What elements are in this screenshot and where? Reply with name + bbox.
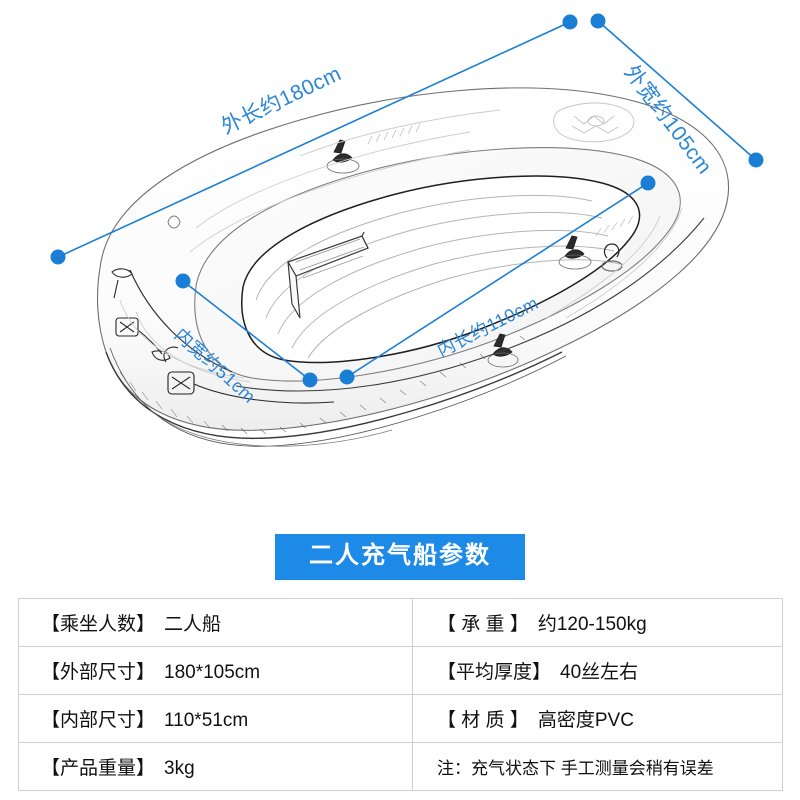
spec-value-seating: 二人船 [164, 614, 222, 635]
table-row: 【产品重量】 3kg 注：充气状态下 手工测量会稍有误差 [18, 742, 783, 791]
spec-cell-outer-size: 【外部尺寸】 180*105cm [18, 646, 413, 695]
oarlock-front [487, 333, 519, 368]
table-row: 【外部尺寸】 180*105cm 【平均厚度】 40丝左右 [18, 646, 783, 695]
hull-brand-text [367, 123, 634, 237]
side-fittings [111, 268, 335, 404]
spec-cell-inner-size: 【内部尺寸】 110*51cm [18, 694, 413, 743]
boat-seat-texture [295, 238, 365, 279]
inflatable-boat-drawing [96, 87, 730, 447]
spec-cell-load: 【 承 重 】约120-150kg [412, 598, 783, 647]
spec-key-weight: 【产品重量】 [41, 758, 156, 779]
spec-value-weight: 3kg [164, 758, 195, 779]
spec-cell-material: 【 材 质 】高密度PVC [412, 694, 783, 743]
spec-value-load: 约120-150kg [537, 614, 647, 635]
spec-cell-thickness: 【平均厚度】 40丝左右 [412, 646, 783, 695]
spec-cell-seating: 【乘坐人数】二人船 [18, 598, 413, 647]
dimension-dot-outer-width-end [748, 152, 764, 168]
dimension-dot-outer-width-start [590, 13, 606, 29]
spec-key-load: 【 承 重 】 [437, 614, 529, 635]
d-ring-upper [601, 243, 623, 272]
boat-floor-ribs [255, 194, 621, 359]
section-banner-title: 二人充气船参数 [275, 534, 525, 581]
spec-value-material: 高密度PVC [537, 710, 634, 731]
dimension-line-inner-width [182, 280, 311, 381]
spec-note-text: 注：充气状态下 手工测量会稍有误差 [437, 758, 714, 778]
spec-table: 【乘坐人数】二人船 【 承 重 】约120-150kg 【外部尺寸】 180*10… [18, 598, 783, 791]
boat-illustration: 外长约180cm 外宽约105cm 内长约110cm 内宽约51cm [50, 13, 764, 447]
spec-key-seating: 【乘坐人数】 [41, 614, 156, 635]
oarlock-right [558, 235, 592, 270]
dimension-dot-inner-width-end [302, 372, 318, 388]
table-row: 【内部尺寸】 110*51cm 【 材 质 】高密度PVC [18, 694, 783, 743]
section-banner-wrap: 二人充气船参数 [0, 534, 800, 581]
dimension-dot-outer-length-end [562, 14, 578, 30]
side-rope [129, 269, 233, 373]
lower-rim-line [235, 217, 705, 392]
dimension-line-inner-length [346, 182, 649, 378]
dimension-line-outer-length [57, 21, 571, 258]
spec-cell-weight: 【产品重量】 3kg [18, 742, 413, 791]
dimension-overlay [50, 13, 764, 388]
dimension-line-outer-width [597, 20, 757, 161]
spec-value-outer-size: 180*105cm [164, 662, 261, 683]
spec-key-inner-size: 【内部尺寸】 [41, 710, 156, 731]
spec-value-inner-size: 110*51cm [164, 710, 249, 731]
table-row: 【乘坐人数】二人船 【 承 重 】约120-150kg [18, 598, 783, 647]
bow-logo [553, 102, 635, 143]
spec-key-thickness: 【平均厚度】 [437, 662, 552, 683]
hull-embossing [119, 109, 683, 383]
dimension-dot-outer-length-start [50, 249, 66, 265]
spec-key-material: 【 材 质 】 [437, 710, 529, 731]
air-valve [167, 215, 181, 229]
spec-key-outer-size: 【外部尺寸】 [41, 662, 156, 683]
dimension-dot-inner-length-start [339, 369, 355, 385]
boat-keel [105, 347, 567, 447]
boat-seat [287, 231, 369, 319]
dimension-dot-inner-length-end [640, 175, 656, 191]
spec-cell-note: 注：充气状态下 手工测量会稍有误差 [412, 742, 783, 791]
spec-value-thickness: 40丝左右 [560, 662, 639, 683]
keel-texture [119, 335, 526, 435]
boat-floor-opening [241, 175, 641, 364]
dimension-dot-inner-width-start [175, 273, 191, 289]
